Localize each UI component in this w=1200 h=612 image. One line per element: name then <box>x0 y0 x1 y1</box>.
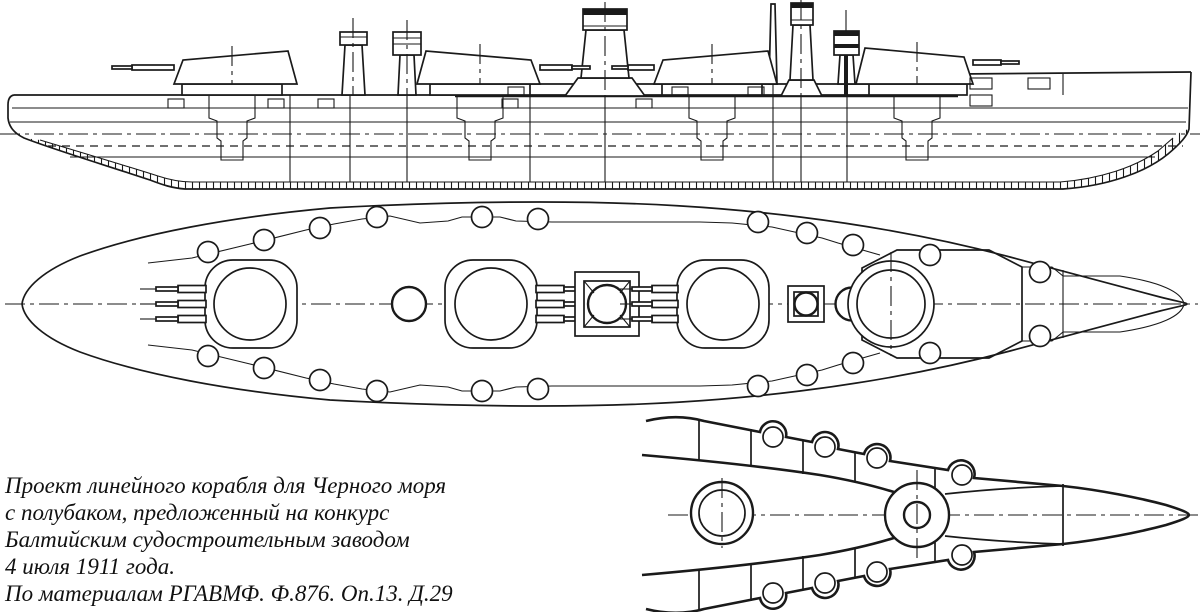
detail-edge-bottom <box>645 514 1191 612</box>
caption-line-2: с полубаком, предложенный на конкурс <box>5 500 390 525</box>
casemate-gun-circles <box>196 205 1052 403</box>
main-turret-2-elevation <box>415 44 591 96</box>
funnel-1 <box>563 2 647 97</box>
main-turret-1-elevation <box>111 46 299 96</box>
detail-right-top-join <box>944 485 1061 495</box>
detail-inner-bottom <box>641 535 898 577</box>
rib-band-top-line <box>39 137 1174 183</box>
turret-1-gun-barrels <box>140 284 207 324</box>
detail-edge-top <box>645 415 1191 516</box>
aft-funnel-plan <box>390 285 428 323</box>
fore-mast <box>833 10 860 96</box>
turret-trunks <box>208 96 941 161</box>
deck-plan-view <box>5 201 1198 407</box>
caption-line-4: 4 июля 1911 года. <box>5 554 175 579</box>
side-elevation-view <box>0 0 1200 190</box>
detail-barbette-ring-aft <box>689 478 755 548</box>
plan-hull-outline <box>21 201 1188 407</box>
caption-line-1: Проект линейного корабля для Черного мор… <box>5 473 447 498</box>
aft-funnel <box>392 20 422 96</box>
funnel-2-plan <box>787 285 825 323</box>
turret-3-gun-barrels <box>620 284 679 324</box>
detail-right-bottom-join <box>944 535 1061 545</box>
caption-line-3: Балтийским судостроительным заводом <box>5 527 410 552</box>
funnel-2 <box>779 0 824 97</box>
main-turret-4-elevation <box>854 42 1020 96</box>
caption-line-5: По материалам РГАВМФ. Ф.876. Оп.13. Д.29 <box>5 581 453 606</box>
main-turret-1-plan <box>140 259 298 349</box>
hull-profile <box>7 71 1192 190</box>
aft-mast <box>339 18 368 96</box>
detail-inner-top <box>641 453 898 495</box>
main-turret-3-plan <box>620 259 770 349</box>
gun-ports <box>167 77 1051 109</box>
caption-block: Проект линейного корабля для Черного мор… <box>5 472 585 607</box>
detail-barbette-ring-fore <box>883 470 951 560</box>
forecastle-deck-line <box>957 71 1192 75</box>
main-turret-3-elevation <box>611 44 779 96</box>
detail-casemate-circles <box>762 426 973 604</box>
main-turret-4-plan <box>847 252 935 356</box>
bow-detail-view <box>641 415 1198 612</box>
bulkhead-lines <box>289 74 1064 182</box>
hull-rib-hatching <box>24 129 1189 189</box>
